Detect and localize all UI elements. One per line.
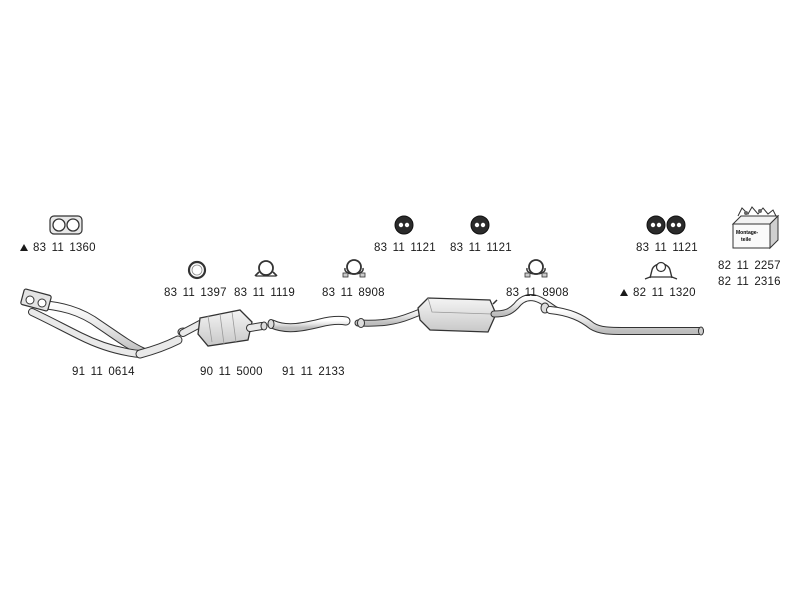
part-label-clamp-b-left: 83 11 8908 [322, 287, 385, 299]
part-label-clamp-b-right: 83 11 8908 [506, 287, 569, 299]
rubber-mount-pair-part [646, 215, 686, 235]
catalytic-converter [179, 309, 268, 347]
part-label-kit-2: 82 11 2316 [718, 276, 781, 288]
hanger-part [644, 261, 678, 280]
ring-part [187, 260, 207, 280]
middle-pipe [267, 315, 351, 333]
rubber-mount-part [470, 215, 490, 235]
clamp-part [342, 259, 366, 278]
kit-box-line-2: teile [741, 237, 751, 243]
part-label-rubber-pair: 83 11 1121 [636, 242, 698, 254]
rubber-mount-part [394, 215, 414, 235]
triangle-marker-icon [620, 289, 628, 296]
part-label-kit-1: 82 11 2257 [718, 260, 781, 272]
part-label-rubber-2: 83 11 1121 [450, 242, 512, 254]
gasket-part [49, 215, 83, 235]
part-label-front-pipe: 91 11 0614 [72, 366, 135, 378]
triangle-marker-icon [20, 244, 28, 251]
part-label-middle-pipe: 91 11 2133 [282, 366, 345, 378]
mounting-kit-box: Montage- teile [731, 206, 780, 250]
kit-box-line-1: Montage- [736, 230, 759, 236]
part-number: 83 11 1360 [33, 242, 96, 254]
part-label-ring: 83 11 1397 [164, 287, 227, 299]
clamp-part [254, 260, 278, 277]
part-label-catalyst: 90 11 5000 [200, 366, 263, 378]
part-label-gasket: 83 11 1360 [20, 242, 96, 254]
clamp-part [524, 259, 548, 278]
rear-silencer-assembly [354, 294, 560, 333]
tail-pipe [540, 302, 704, 336]
part-label-hanger: 82 11 1320 [620, 287, 696, 299]
part-label-clamp-a: 83 11 1119 [234, 287, 295, 299]
front-pipe [20, 288, 189, 359]
part-number: 82 11 1320 [633, 287, 696, 299]
part-label-rubber-1: 83 11 1121 [374, 242, 436, 254]
